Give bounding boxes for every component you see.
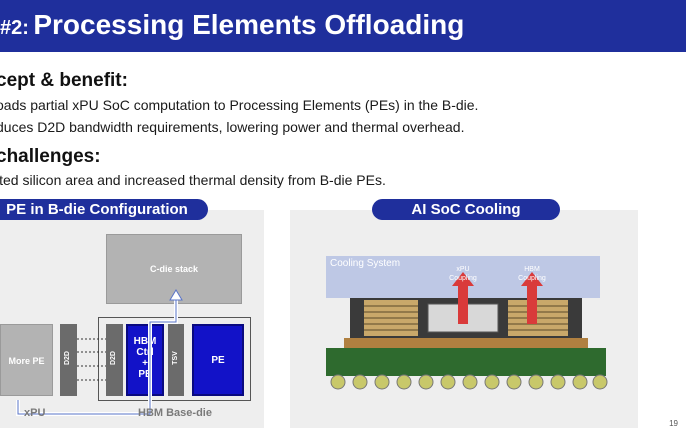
cdie-stack-label: C-die stack [149,264,199,274]
page-number: 19 [669,419,678,428]
left-panel-title: PE in B-die Configuration [0,199,208,220]
hbm-coupling-arrow [521,272,543,324]
substrate [326,348,606,376]
interposer [344,338,588,348]
hbm-left-lines [364,305,418,331]
challenges-bullet-1: ited silicon area and increased thermal … [0,172,386,188]
xpu-coupling-arrow [452,272,474,324]
concept-heading: cept & benefit: [0,70,128,91]
pe-label: PE [211,355,225,366]
title-main: Processing Elements Offloading [33,9,465,40]
hbm-coupling-line-1: HBM [524,266,540,273]
concept-bullet-1: oads partial xPU SoC computation to Proc… [0,97,479,113]
pe-box: PE [192,324,244,396]
xpu-coupling-line-1: xPU [456,266,470,273]
slide-title: #2: Processing Elements Offloading [0,9,464,41]
label-hbm-base-die: HBM Base-die [138,407,212,419]
solder-balls [330,374,608,390]
hbm-coupling-label: HBM Coupling [512,265,552,283]
xpu-coupling-label: xPU Coupling [443,265,483,283]
right-panel-title: AI SoC Cooling [372,199,560,220]
title-prefix: #2: [0,17,29,39]
title-bar: #2: Processing Elements Offloading [0,0,686,52]
label-xpu: xPU [24,407,46,419]
cooling-system-label: Cooling System [330,258,401,269]
challenges-heading: challenges: [0,146,101,167]
xpu-coupling-line-2: Coupling [449,275,477,282]
hbm-coupling-line-2: Coupling [518,275,546,282]
concept-bullet-2: duces D2D bandwidth requirements, loweri… [0,119,465,135]
hbm-right-lines [508,305,568,331]
